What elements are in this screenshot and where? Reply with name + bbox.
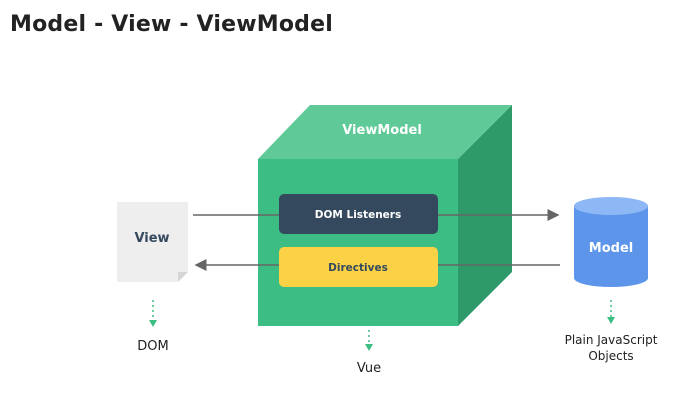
viewmodel-cube	[258, 105, 512, 326]
dom-caption: DOM	[137, 339, 168, 354]
model-cylinder	[574, 197, 648, 287]
view-document	[117, 202, 188, 282]
vue-caption: Vue	[357, 361, 381, 376]
view-label: View	[134, 231, 169, 246]
dom-listeners-label: DOM Listeners	[315, 209, 401, 221]
view-dotted-arrowhead	[149, 320, 157, 327]
viewmodel-label: ViewModel	[342, 123, 422, 138]
model-caption-line2: Objects	[588, 349, 633, 363]
model-cylinder-body	[574, 206, 648, 287]
model-caption-line1: Plain JavaScript	[565, 333, 658, 347]
view-document-fold	[178, 272, 188, 282]
directives-box	[279, 247, 438, 287]
view-document-shape	[117, 202, 188, 282]
model-cylinder-top	[574, 197, 648, 215]
cube-top-face	[258, 105, 512, 159]
dom-listeners-box	[279, 194, 438, 234]
model-dotted-arrowhead	[607, 317, 615, 324]
vue-dotted-arrowhead	[365, 344, 373, 351]
page-title: Model - View - ViewModel	[10, 12, 333, 37]
model-label: Model	[589, 241, 633, 256]
cube-front-face	[258, 159, 458, 326]
directives-label: Directives	[328, 262, 388, 274]
